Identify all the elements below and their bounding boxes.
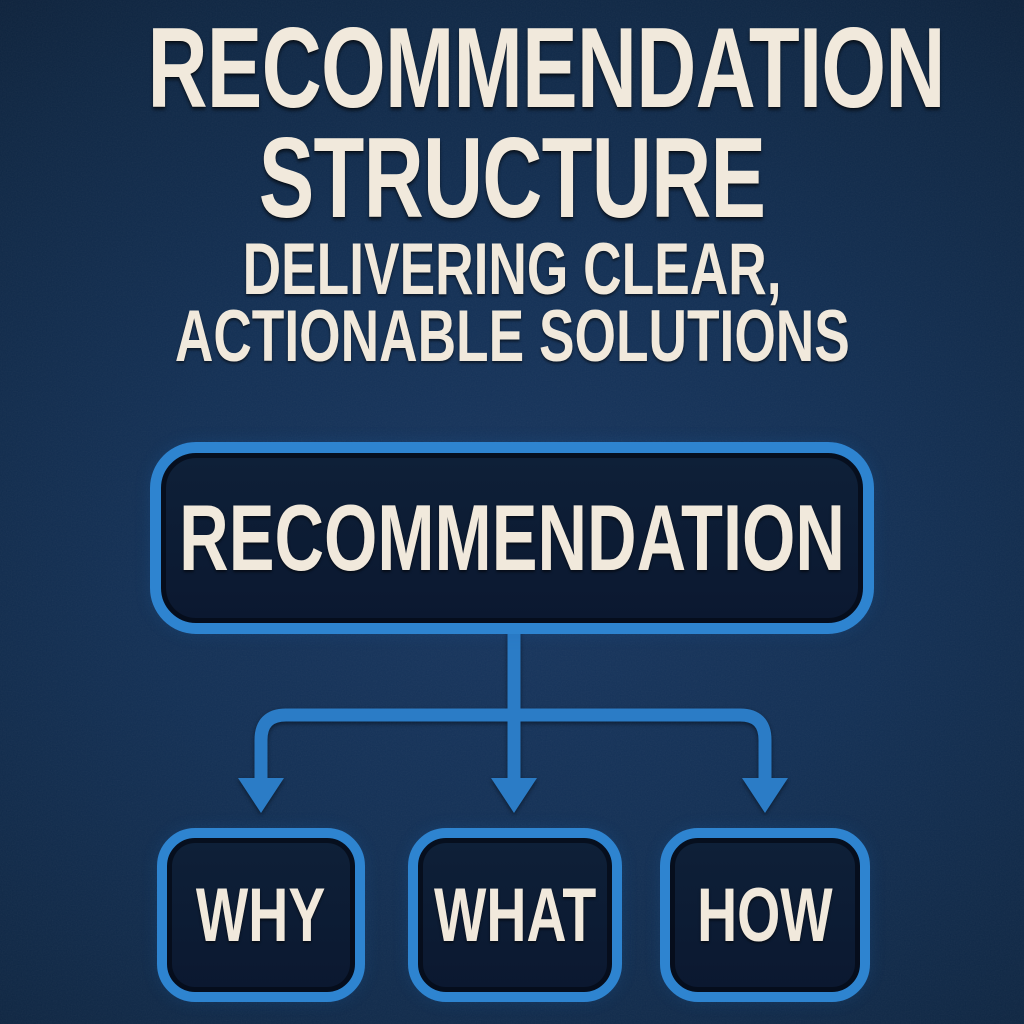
- child-node-why: WHY: [157, 828, 365, 1002]
- page-subtitle-line-1: DELIVERING CLEAR,: [242, 229, 782, 310]
- child-node-what-label: WHAT: [433, 872, 597, 958]
- page-title-line-2: STRUCTURE: [258, 115, 766, 242]
- page-subtitle: DELIVERING CLEAR, ACTIONABLE SOLUTIONS: [0, 229, 1024, 377]
- root-node-recommendation: RECOMMENDATION: [150, 442, 874, 634]
- arrow-down-icon-left: [238, 778, 284, 813]
- connector-bar: [254, 708, 772, 782]
- child-node-how-label: HOW: [697, 872, 833, 958]
- page-subtitle-line-2: ACTIONABLE SOLUTIONS: [174, 296, 850, 377]
- child-node-what: WHAT: [408, 828, 622, 1002]
- root-node-label: RECOMMENDATION: [179, 485, 845, 590]
- child-node-how: HOW: [660, 828, 870, 1002]
- page-title: RECOMMENDATION STRUCTURE: [0, 5, 1024, 242]
- arrow-down-icon-center: [491, 778, 537, 813]
- child-node-why-label: WHY: [196, 872, 326, 958]
- arrow-down-icon-right: [742, 778, 788, 813]
- page-title-line-1: RECOMMENDATION: [147, 5, 945, 132]
